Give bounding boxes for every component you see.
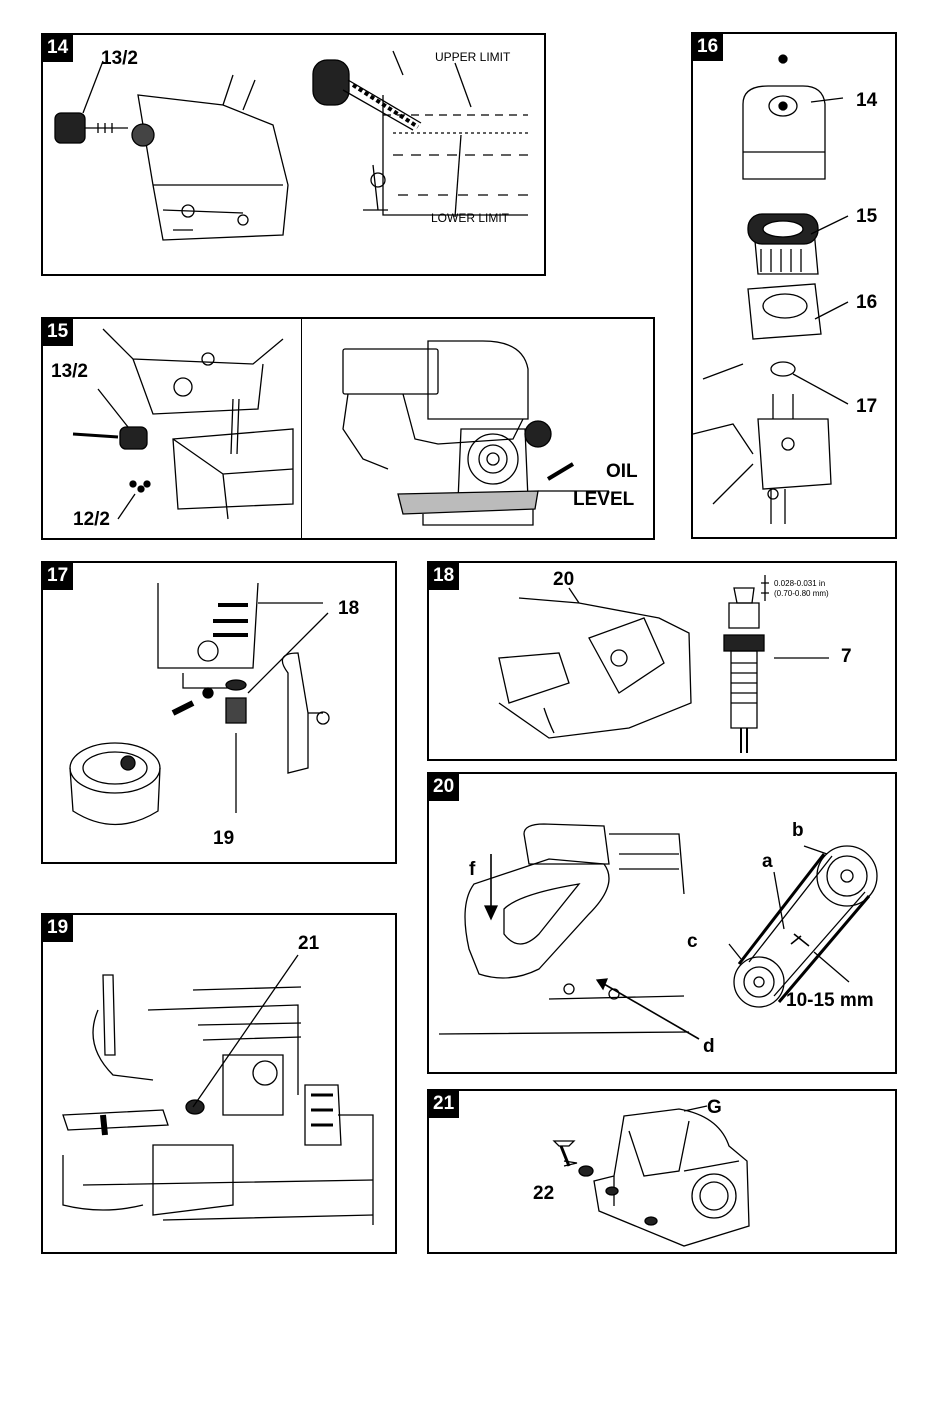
part-label-19: 19 bbox=[213, 828, 234, 850]
figure-21-panel: 21 G 22 bbox=[427, 1089, 897, 1254]
figure-number: 16 bbox=[693, 34, 723, 61]
figure-number: 15 bbox=[43, 319, 73, 346]
part-label-7: 7 bbox=[841, 646, 852, 668]
oil-label: OIL bbox=[606, 461, 638, 483]
figure-20-panel: 20 f d a b c 10-15 mm bbox=[427, 772, 897, 1074]
figure-number: 21 bbox=[429, 1091, 459, 1118]
upper-limit-label: UPPER LIMIT bbox=[435, 50, 510, 64]
part-label-20: 20 bbox=[553, 569, 574, 591]
part-label-12-2: 12/2 bbox=[73, 509, 110, 531]
part-label-16: 16 bbox=[856, 292, 877, 314]
label-g: G bbox=[707, 1097, 722, 1119]
oil-dipstick-illustration bbox=[43, 35, 546, 276]
part-label-13-2: 13/2 bbox=[101, 48, 138, 70]
figure-number: 14 bbox=[43, 35, 73, 62]
gap-mm-label: (0.70-0.80 mm) bbox=[774, 589, 829, 598]
label-a: a bbox=[762, 851, 773, 873]
part-label-14: 14 bbox=[856, 90, 877, 112]
part-label-17: 17 bbox=[856, 396, 877, 418]
figure-number: 18 bbox=[429, 563, 459, 590]
gap-inches-label: 0.028-0.031 in bbox=[774, 579, 825, 588]
figure-15-panel: 15 13/2 12/2 OIL LEVEL bbox=[41, 317, 655, 540]
part-label-18: 18 bbox=[338, 598, 359, 620]
figure-number: 17 bbox=[43, 563, 73, 590]
belt-tension-label: 10-15 mm bbox=[786, 990, 874, 1012]
figure-17-panel: 17 18 19 bbox=[41, 561, 397, 864]
figure-18-panel: 18 20 7 0.028-0.031 in (0.70-0.80 mm) bbox=[427, 561, 897, 761]
part-label-15: 15 bbox=[856, 206, 877, 228]
figure-number: 19 bbox=[43, 915, 73, 942]
part-label-13-2: 13/2 bbox=[51, 361, 88, 383]
gear-case-illustration bbox=[429, 1091, 897, 1254]
label-b: b bbox=[792, 820, 804, 842]
part-label-21: 21 bbox=[298, 933, 319, 955]
label-f: f bbox=[469, 859, 475, 881]
fuel-valve-illustration bbox=[43, 915, 397, 1254]
belt-tension-illustration bbox=[429, 774, 897, 1074]
label-d: d bbox=[703, 1036, 715, 1058]
level-label: LEVEL bbox=[573, 489, 634, 511]
label-c: c bbox=[687, 931, 698, 953]
figure-16-panel: 16 14 15 16 17 bbox=[691, 32, 897, 539]
part-label-22: 22 bbox=[533, 1183, 554, 1205]
figure-19-panel: 19 21 bbox=[41, 913, 397, 1254]
figure-14-panel: 14 13/2 UPPER LIMIT LOWER LIMIT bbox=[41, 33, 546, 276]
oil-fill-illustration bbox=[43, 319, 655, 540]
figure-number: 20 bbox=[429, 774, 459, 801]
lower-limit-label: LOWER LIMIT bbox=[431, 211, 509, 225]
